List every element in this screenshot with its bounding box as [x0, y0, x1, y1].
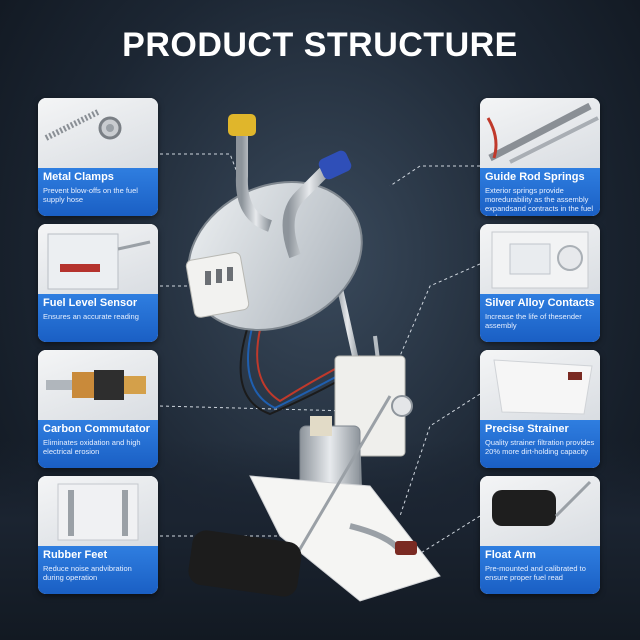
spring-clamp-icon [44, 109, 122, 141]
feature-name: Fuel Level Sensor [43, 297, 138, 309]
page-title: PRODUCT STRUCTURE [122, 26, 518, 64]
feature-card-silver-alloy-contacts: Silver Alloy Contacts Increase the life … [480, 224, 600, 342]
feature-name: Metal Clamps [43, 171, 114, 183]
guide-rod-springs-photo [480, 98, 600, 168]
feature-card-precise-strainer: Precise Strainer Quality strainer filtra… [480, 350, 600, 468]
feature-card-fuel-level-sensor: Fuel Level Sensor Ensures an accurate re… [38, 224, 158, 342]
feature-card-carbon-commutator: Carbon Commutator Eliminates oxidation a… [38, 350, 158, 468]
feature-name: Guide Rod Springs [485, 171, 585, 183]
feature-band: Silver Alloy Contacts Increase the life … [480, 294, 600, 342]
feature-desc: Ensures an accurate reading [43, 312, 139, 321]
strainer-icon [493, 359, 593, 415]
feature-desc: Eliminates oxidation and high electrical… [43, 438, 141, 456]
feature-name: Carbon Commutator [43, 423, 150, 435]
feature-band: Float Arm Pre-mounted and calibrated to … [480, 546, 600, 594]
feature-name: Rubber Feet [43, 549, 108, 561]
precise-strainer-photo [480, 350, 600, 420]
feature-name: Precise Strainer [485, 423, 569, 435]
carbon-commutator-photo [38, 350, 158, 420]
feature-band: Carbon Commutator Eliminates oxidation a… [38, 420, 158, 468]
feature-desc: Quality strainer filtration provides 20%… [485, 438, 595, 456]
guide-rod-icon [486, 102, 599, 164]
float-arm-photo [480, 476, 600, 546]
fuel-pump-assembly-illustration [160, 114, 480, 602]
feature-card-guide-rod-springs: Guide Rod Springs Exterior springs provi… [480, 98, 600, 216]
rubber-feet-icon [57, 483, 139, 541]
rubber-feet-photo [38, 476, 158, 546]
feature-band: Metal Clamps Prevent blow-offs on the fu… [38, 168, 158, 216]
feature-band: Rubber Feet Reduce noise andvibration du… [38, 546, 158, 594]
silver-alloy-contacts-photo [480, 224, 600, 294]
feature-desc: Reduce noise andvibration during operati… [43, 564, 132, 582]
feature-band: Fuel Level Sensor Ensures an accurate re… [38, 294, 158, 342]
sensor-icon [47, 233, 151, 290]
feature-name: Float Arm [485, 549, 536, 561]
feature-band: Guide Rod Springs Exterior springs provi… [480, 168, 600, 216]
metal-clamps-photo [38, 98, 158, 168]
feature-band: Precise Strainer Quality strainer filtra… [480, 420, 600, 468]
fuel-level-sensor-photo [38, 224, 158, 294]
feature-card-float-arm: Float Arm Pre-mounted and calibrated to … [480, 476, 600, 594]
float-icon [492, 480, 592, 526]
contacts-icon [491, 231, 589, 289]
feature-desc: Exterior springs provide moredurability … [485, 186, 593, 216]
commutator-icon [46, 370, 146, 400]
feature-name: Silver Alloy Contacts [485, 297, 595, 309]
feature-card-rubber-feet: Rubber Feet Reduce noise andvibration du… [38, 476, 158, 594]
feature-card-metal-clamps: Metal Clamps Prevent blow-offs on the fu… [38, 98, 158, 216]
feature-desc: Increase the life of thesender assembly [485, 312, 582, 330]
feature-desc: Pre-mounted and calibrated to ensure pro… [485, 564, 586, 582]
feature-desc: Prevent blow-offs on the fuel supply hos… [43, 186, 138, 204]
